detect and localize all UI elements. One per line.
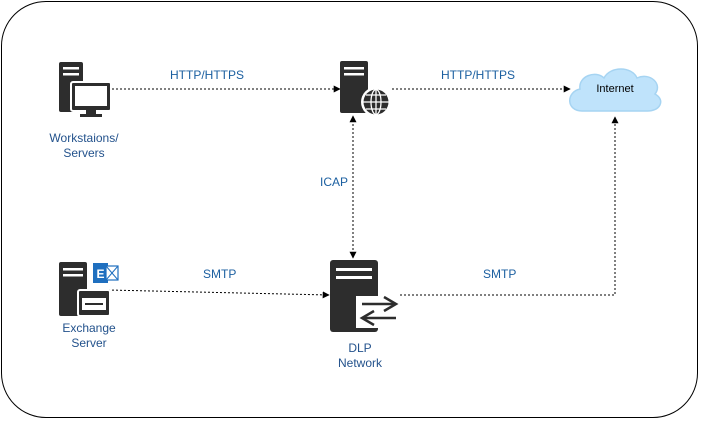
edge-label-proxy-internet: HTTP/HTTPS [439, 68, 517, 83]
exchange-label: Exchange Server [44, 321, 134, 351]
dlp-label-line1: DLP [348, 341, 372, 355]
workstation-server-icon [59, 62, 112, 117]
exchange-label-line2: Server [71, 336, 107, 350]
workstations-label-line2: Servers [63, 146, 105, 160]
edge-dlp-to-internet [400, 116, 619, 296]
edge-exchange-to-dlp [107, 289, 330, 299]
edge-label-dlp-internet: SMTP [481, 267, 519, 282]
edge-label-ws-proxy-text: HTTP/HTTPS [170, 68, 244, 82]
workstations-label: Workstaions/ Servers [36, 131, 132, 161]
edge-label-proxy-internet-text: HTTP/HTTPS [441, 68, 515, 82]
edge-label-exchange-dlp-text: SMTP [203, 267, 237, 281]
dlp-network-server-icon [330, 260, 402, 332]
exchange-label-line1: Exchange [62, 321, 116, 335]
internet-label: Internet [585, 82, 645, 97]
edge-label-exchange-dlp: SMTP [201, 267, 239, 282]
internet-label-text: Internet [596, 83, 634, 95]
workstations-label-line1: Workstaions/ [49, 131, 119, 145]
cloud-icon [569, 68, 662, 112]
edge-label-icap-text: ICAP [320, 175, 349, 189]
dlp-label: DLP Network [315, 341, 405, 371]
dlp-label-line2: Network [337, 356, 382, 370]
edge-label-icap: ICAP [318, 175, 351, 190]
svg-text:E: E [96, 267, 104, 281]
edge-label-ws-proxy: HTTP/HTTPS [168, 68, 246, 83]
exchange-server-icon: E [59, 262, 119, 317]
edge-label-dlp-internet-text: SMTP [483, 267, 517, 281]
web-proxy-server-icon [340, 61, 391, 117]
